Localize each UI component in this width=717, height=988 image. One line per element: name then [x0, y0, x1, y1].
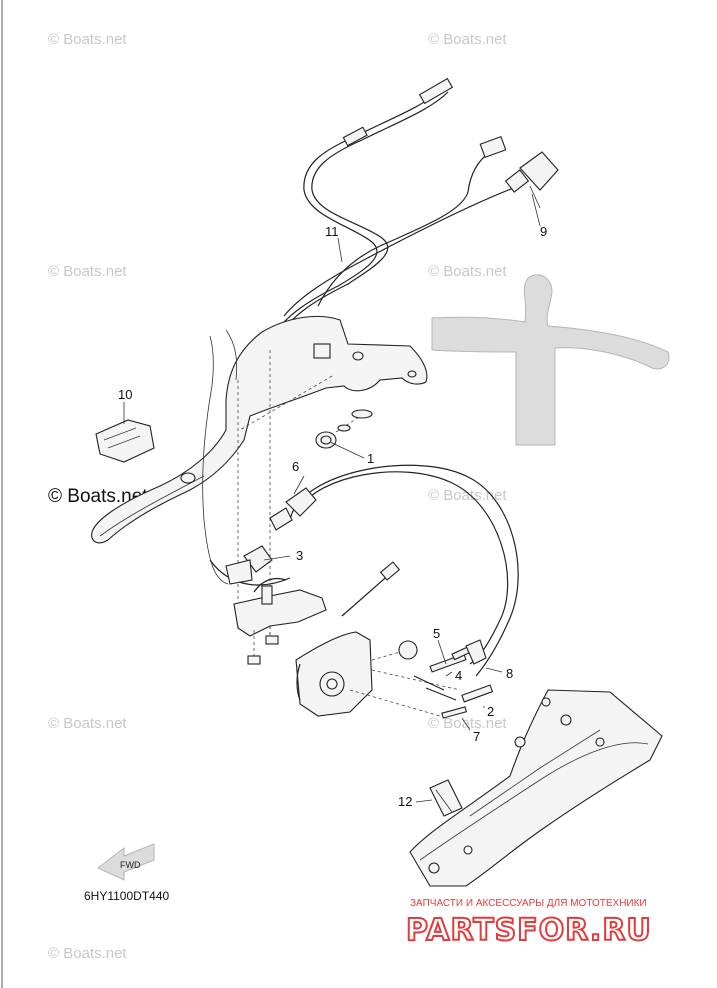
brand-name: PARTSFOR.RU — [406, 913, 652, 948]
cable-clip — [269, 487, 317, 531]
brand-tagline: ЗАПЧАСТИ И АКСЕССУАРЫ ДЛЯ МОТОТЕХНИКИ — [410, 898, 647, 909]
callout-12: 12 — [398, 794, 412, 809]
link-rods — [413, 639, 494, 719]
callout-9: 9 — [540, 224, 547, 239]
leader-lines — [123, 193, 541, 803]
remote-control-box — [91, 315, 428, 640]
clamp-bracket — [225, 545, 327, 665]
callout-4: 4 — [455, 668, 462, 683]
callout-6: 6 — [292, 459, 299, 474]
callout-1: 1 — [367, 451, 374, 466]
watermark-text: © Boats.net — [48, 486, 148, 507]
watermarks: © Boats.net © Boats.net © Boats.net © Bo… — [48, 31, 507, 962]
handle-cover — [95, 419, 155, 463]
callout-10: 10 — [118, 387, 132, 402]
callouts: 1 2 3 4 5 6 7 8 9 10 11 12 — [118, 224, 547, 809]
fwd-label: FWD — [120, 860, 141, 870]
wire-harness — [273, 77, 559, 335]
watermark-text: © Boats.net — [48, 31, 127, 48]
watermark-text: © Boats.net — [428, 715, 507, 732]
steering-bracket-ghost — [431, 274, 670, 446]
callout-5: 5 — [433, 626, 440, 641]
callout-7: 7 — [473, 729, 480, 744]
drawing-code: 6HY1100DT440 — [84, 889, 169, 903]
bottom-cowling — [409, 689, 663, 887]
callout-3: 3 — [296, 548, 303, 563]
watermark-text: © Boats.net — [428, 263, 507, 280]
cowling-grommet — [429, 779, 463, 817]
control-cables — [209, 464, 519, 677]
brand-overlay: ЗАПЧАСТИ И АКСЕССУАРЫ ДЛЯ МОТОТЕХНИКИ PA… — [405, 898, 652, 949]
watermark-text: © Boats.net — [428, 31, 507, 48]
watermark-text: © Boats.net — [48, 715, 127, 732]
watermark-text: © Boats.net — [48, 945, 127, 962]
forward-arrow: FWD — [97, 843, 155, 881]
grommet — [315, 409, 373, 449]
watermark-text: © Boats.net — [48, 263, 127, 280]
callout-11: 11 — [325, 224, 339, 239]
lever-assembly — [295, 561, 461, 717]
callout-2: 2 — [487, 704, 494, 719]
callout-8: 8 — [506, 666, 513, 681]
